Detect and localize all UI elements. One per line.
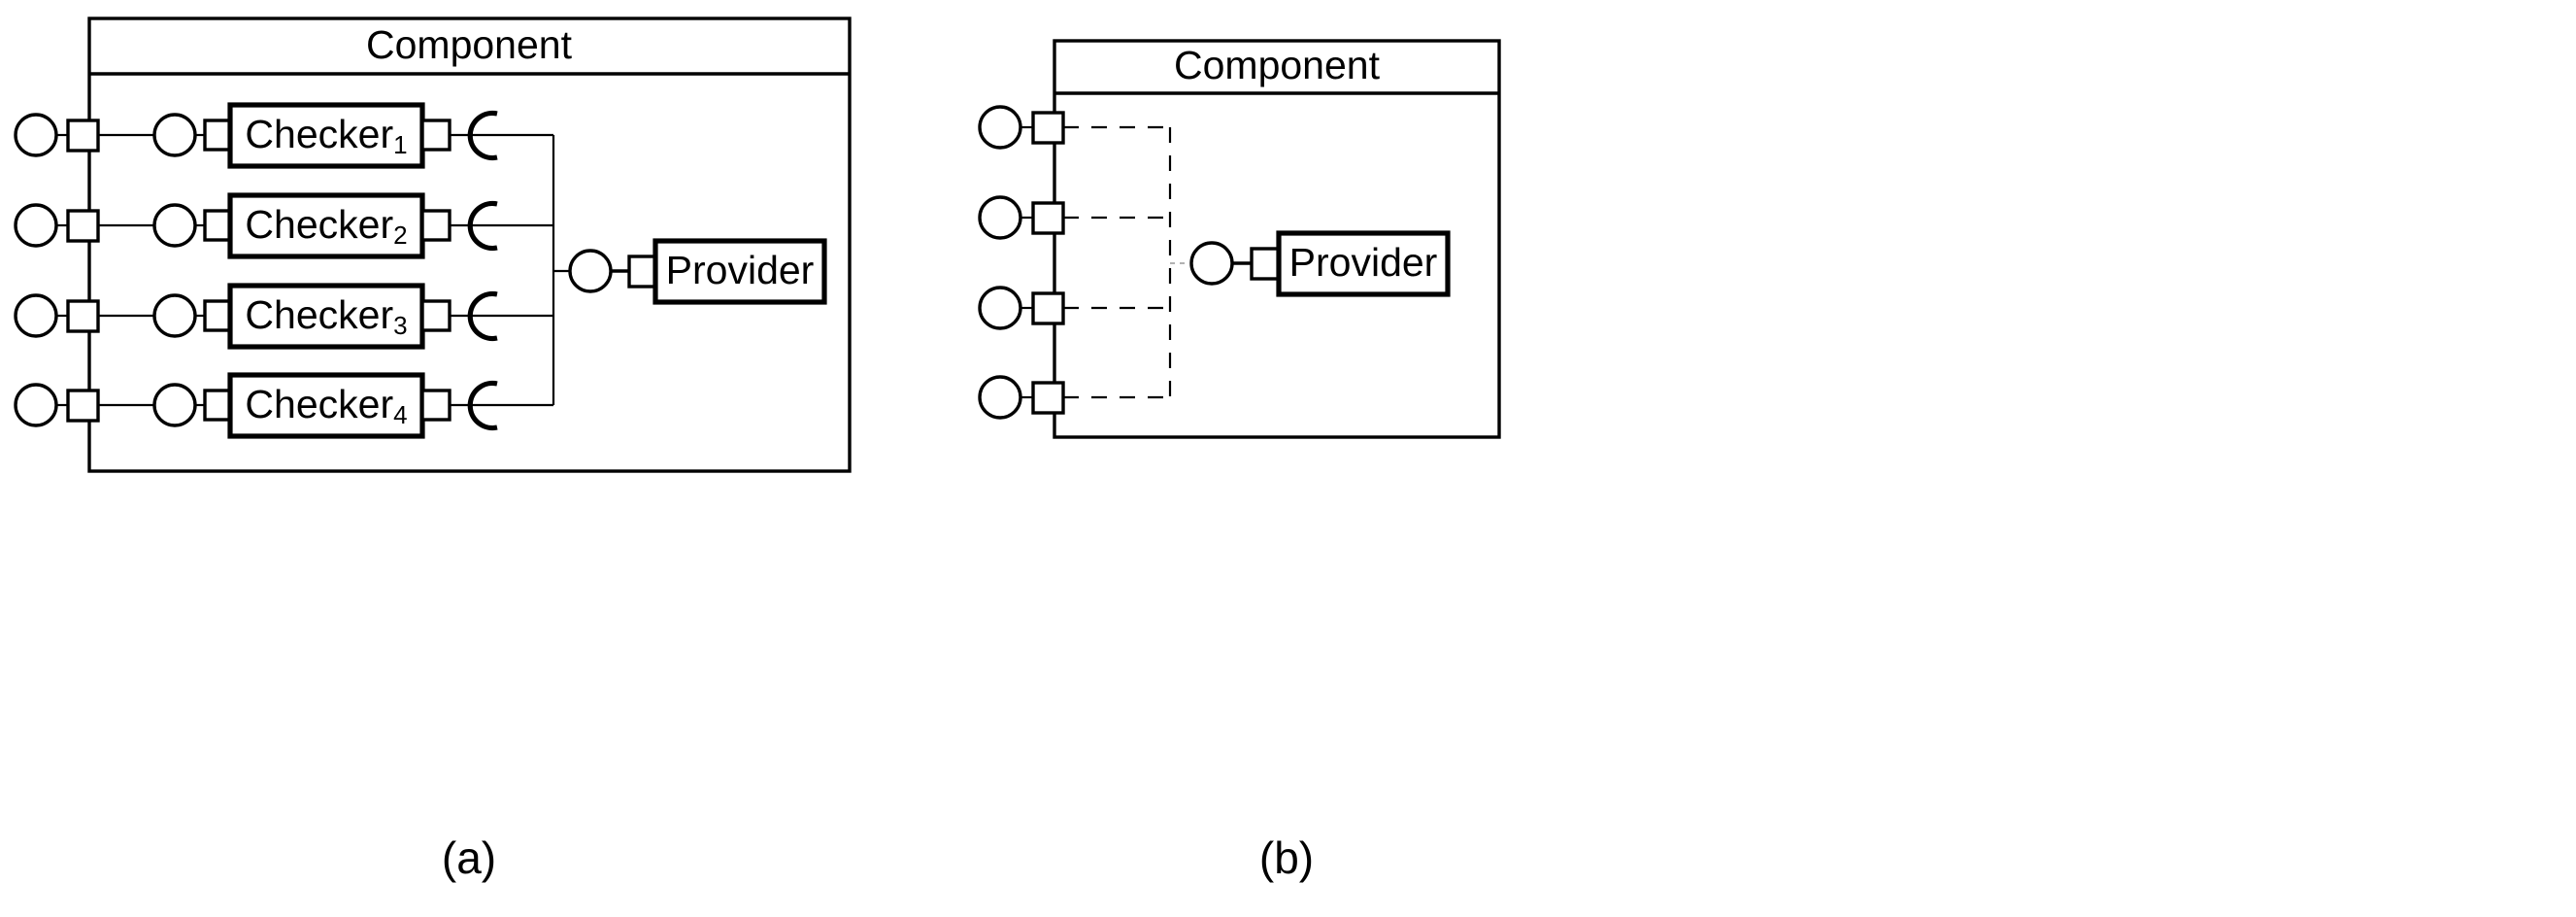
provider-ball-icon-b[interactable]: [1189, 241, 1234, 286]
row-1-a: Checker1: [14, 102, 553, 169]
external-ball-icon-1-b[interactable]: [978, 105, 1022, 150]
row-4-b: [978, 375, 1170, 420]
external-ball-icon-3-a[interactable]: [14, 293, 58, 338]
provider-port-b[interactable]: [1250, 247, 1283, 281]
checker-box-3-a[interactable]: [227, 283, 425, 350]
checker-box-1-a[interactable]: [227, 102, 425, 169]
row-2-b: [978, 195, 1170, 240]
checker-right-port-1-a[interactable]: [420, 119, 452, 152]
provider-label-b: Provider: [1289, 240, 1438, 285]
panel-caption-b: (b): [1259, 832, 1314, 883]
checker-right-port-2-a[interactable]: [420, 209, 452, 242]
panel-caption-a: (a): [442, 832, 496, 883]
checker-name-2-a: Checker: [245, 202, 393, 247]
row-3-a: Checker3: [14, 283, 553, 350]
external-ball-icon-4-b[interactable]: [978, 375, 1022, 420]
internal-ball-icon-1-a[interactable]: [152, 113, 197, 157]
checker-subscript-4-a: 4: [393, 400, 407, 429]
internal-ball-icon-2-a[interactable]: [152, 203, 197, 248]
checker-label-4-a: Checker4: [245, 382, 407, 429]
internal-ball-icon-4-a[interactable]: [152, 383, 197, 427]
provider-ball-icon-a[interactable]: [568, 249, 613, 293]
provider-label-a: Provider: [666, 248, 815, 292]
row-3-b: [978, 286, 1170, 330]
checker-right-port-4-a[interactable]: [420, 389, 452, 422]
checker-left-port-2-a[interactable]: [203, 209, 234, 242]
boundary-port-4-b[interactable]: [1031, 381, 1065, 415]
checker-left-port-1-a[interactable]: [203, 119, 234, 152]
row-4-a: Checker4: [14, 372, 553, 439]
component-title-a: Component: [366, 22, 573, 67]
external-ball-icon-3-b[interactable]: [978, 286, 1022, 330]
checker-right-port-3-a[interactable]: [420, 299, 452, 332]
boundary-port-3-b[interactable]: [1031, 291, 1065, 325]
checker-name-3-a: Checker: [245, 292, 393, 337]
boundary-port-4-a[interactable]: [66, 389, 100, 423]
row-2-a: Checker2: [14, 192, 553, 259]
boundary-port-2-a[interactable]: [66, 209, 100, 243]
checker-name-1-a: Checker: [245, 112, 393, 156]
provider-box-a[interactable]: [652, 238, 827, 305]
provider-box-b[interactable]: [1276, 230, 1451, 297]
component-title-b: Component: [1174, 43, 1381, 87]
checker-name-4-a: Checker: [245, 382, 393, 426]
checker-label-2-a: Checker2: [245, 202, 407, 250]
boundary-port-3-a[interactable]: [66, 299, 100, 333]
checker-box-4-a[interactable]: [227, 372, 425, 439]
panel-a: Component Checker1: [14, 17, 852, 883]
panel-b: Component: [978, 39, 1501, 883]
external-ball-icon-4-a[interactable]: [14, 383, 58, 427]
external-ball-icon-2-b[interactable]: [978, 195, 1022, 240]
checker-label-1-a: Checker1: [245, 112, 407, 159]
row-1-b: [978, 105, 1170, 150]
checker-box-2-a[interactable]: [227, 192, 425, 259]
checker-subscript-2-a: 2: [393, 221, 407, 250]
external-ball-icon-1-a[interactable]: [14, 113, 58, 157]
boundary-port-1-a[interactable]: [66, 119, 100, 153]
boundary-port-1-b[interactable]: [1031, 111, 1065, 145]
external-ball-icon-2-a[interactable]: [14, 203, 58, 248]
checker-subscript-3-a: 3: [393, 311, 407, 340]
checker-label-3-a: Checker3: [245, 292, 407, 340]
boundary-port-2-b[interactable]: [1031, 201, 1065, 235]
internal-ball-icon-3-a[interactable]: [152, 293, 197, 338]
checker-subscript-1-a: 1: [393, 130, 407, 159]
